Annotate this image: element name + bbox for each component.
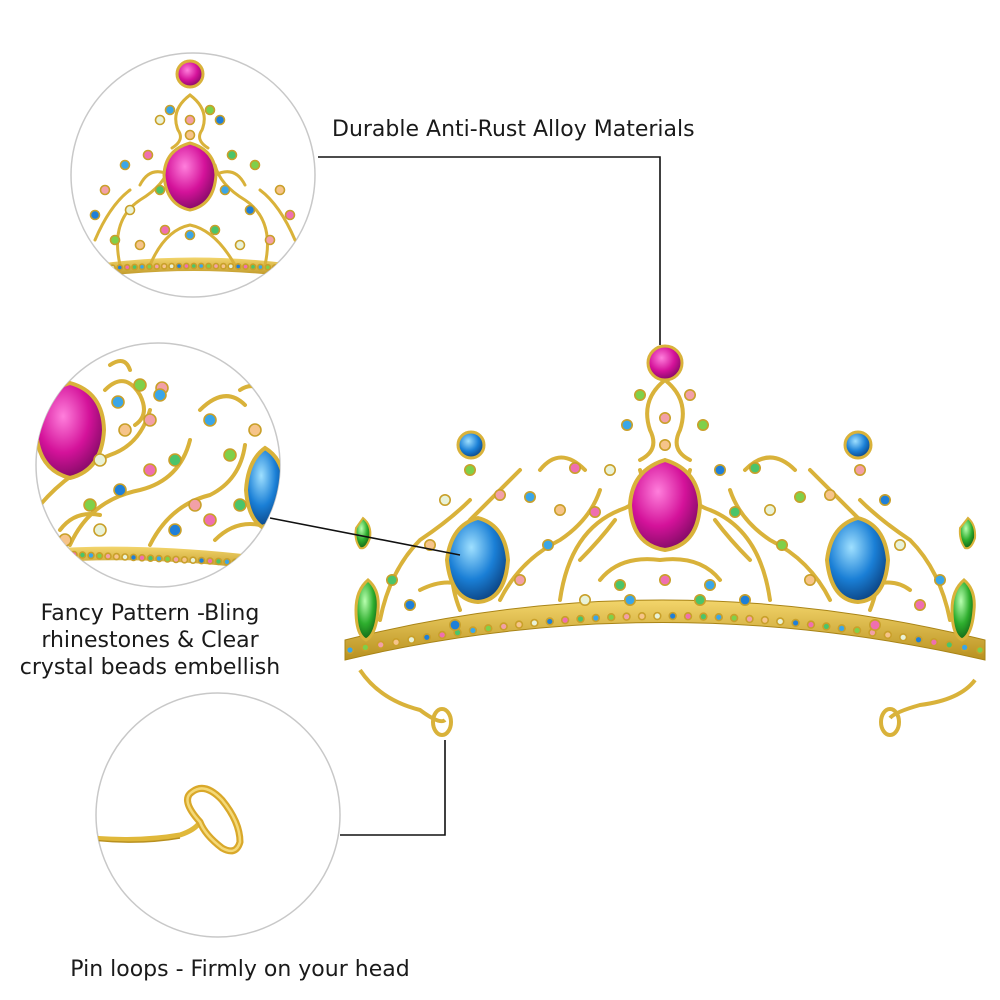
leader-line-middle <box>269 517 461 556</box>
callout-fancy-pattern: Fancy Pattern -Bling rhinestones & Clear… <box>0 600 300 681</box>
callout-fancy-pattern-line-2: rhinestones & Clear <box>41 628 259 653</box>
leader-lines <box>269 156 661 836</box>
leader-line-top <box>318 156 661 345</box>
callout-fancy-pattern-line-3: crystal beads embellish <box>19 655 281 680</box>
callout-alloy-materials: Durable Anti-Rust Alloy Materials <box>332 117 695 142</box>
detail-zoom-pin-loop <box>95 692 341 938</box>
callout-pin-loops: Pin loops - Firmly on your head <box>70 957 410 982</box>
callout-fancy-pattern-line-1: Fancy Pattern -Bling <box>40 601 260 626</box>
crown-tiara-illustration <box>344 344 986 737</box>
detail-zoom-side <box>35 342 281 588</box>
leader-line-bottom <box>340 740 446 836</box>
detail-zoom-top <box>70 52 316 298</box>
